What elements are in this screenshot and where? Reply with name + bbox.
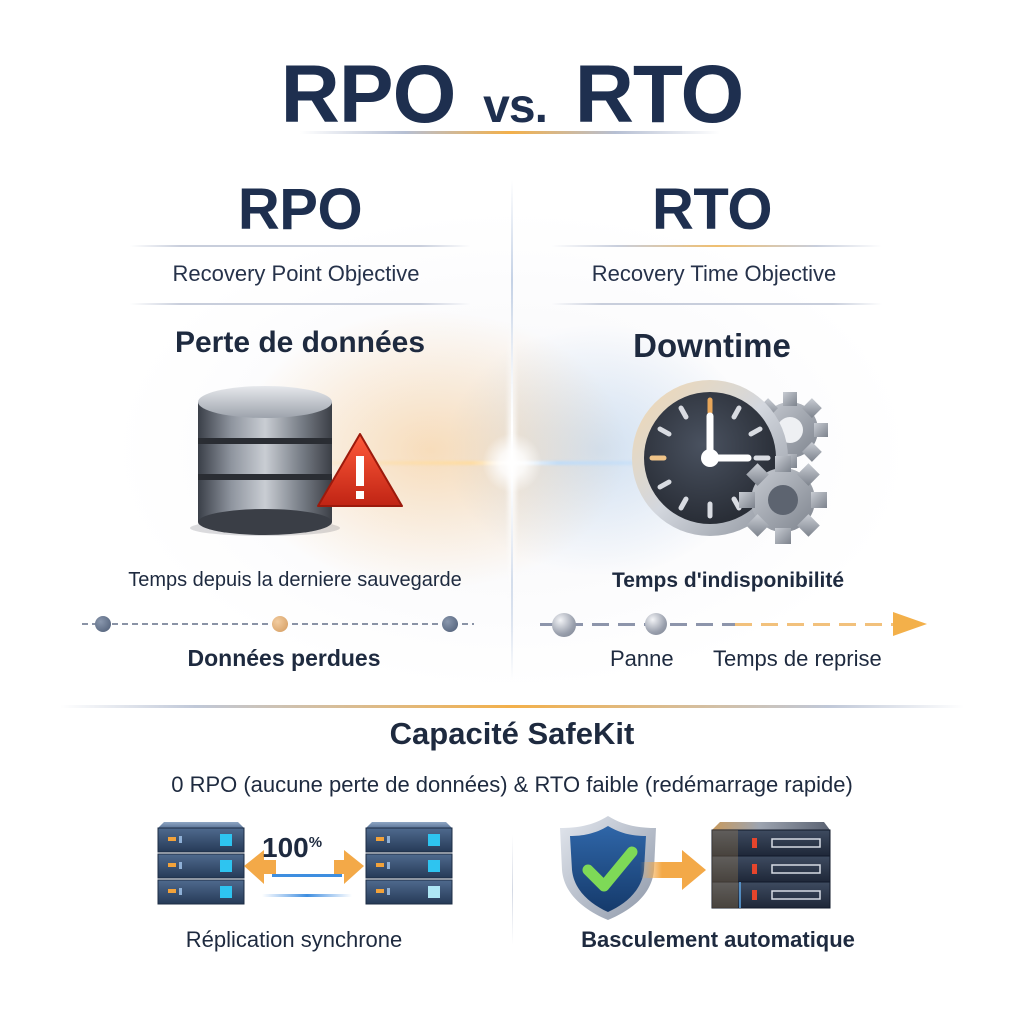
rpo-point-now — [442, 616, 458, 632]
arrow-right-icon — [893, 612, 927, 636]
rto-subtitle: Recovery Time Objective — [591, 261, 837, 286]
rto-timeline-outage-segment — [540, 623, 740, 626]
rpo-separator-bottom — [130, 303, 470, 305]
feature-failover-label: Basculement automatique — [581, 927, 855, 952]
light-flare-core — [482, 433, 542, 493]
shield-failover-icon — [560, 812, 840, 922]
main-title-rto: RTO — [574, 49, 745, 140]
rto-marker-outage: Panne — [610, 646, 674, 671]
rto-concept: Downtime — [633, 327, 791, 364]
rto-marker-recovery: Temps de reprise — [713, 646, 882, 671]
rto-separator-bottom — [552, 303, 882, 305]
feature-divider — [512, 835, 513, 945]
server-replication-icon — [152, 818, 462, 918]
replication-badge-unit: % — [308, 834, 323, 851]
title-underline — [300, 131, 720, 134]
rpo-point-backup — [95, 616, 111, 632]
main-title-vs: vs. — [483, 80, 548, 133]
rpo-subtitle: Recovery Point Objective — [172, 261, 420, 286]
rpo-separator-top — [130, 245, 470, 247]
rto-timeline-recovery-segment — [735, 623, 895, 626]
main-title: RPO vs. RTO — [0, 48, 1024, 142]
database-warning-icon — [190, 378, 410, 538]
rto-separator-top — [552, 245, 882, 247]
rto-point-outage — [645, 613, 667, 635]
safekit-title: Capacité SafeKit — [389, 716, 635, 751]
rto-point-start — [552, 613, 576, 637]
safekit-summary: 0 RPO (aucune perte de données) & RTO fa… — [171, 772, 853, 797]
rpo-point-incident — [272, 616, 288, 632]
rpo-timeline-label: Temps depuis la derniere sauvegarde — [128, 569, 462, 591]
rpo-result-label: Données perdues — [187, 645, 381, 671]
main-title-rpo: RPO — [280, 49, 457, 140]
replication-badge: 100% — [262, 832, 322, 864]
replication-badge-value: 100 — [262, 832, 309, 863]
rpo-concept: Perte de données — [174, 326, 426, 359]
rpo-heading: RPO — [237, 177, 363, 242]
clock-gears-icon — [620, 378, 840, 548]
rto-heading: RTO — [652, 177, 772, 242]
feature-replication-label: Réplication synchrone — [185, 927, 403, 952]
safekit-separator — [60, 705, 964, 708]
rto-timeline-label: Temps d'indisponibilité — [611, 569, 845, 592]
